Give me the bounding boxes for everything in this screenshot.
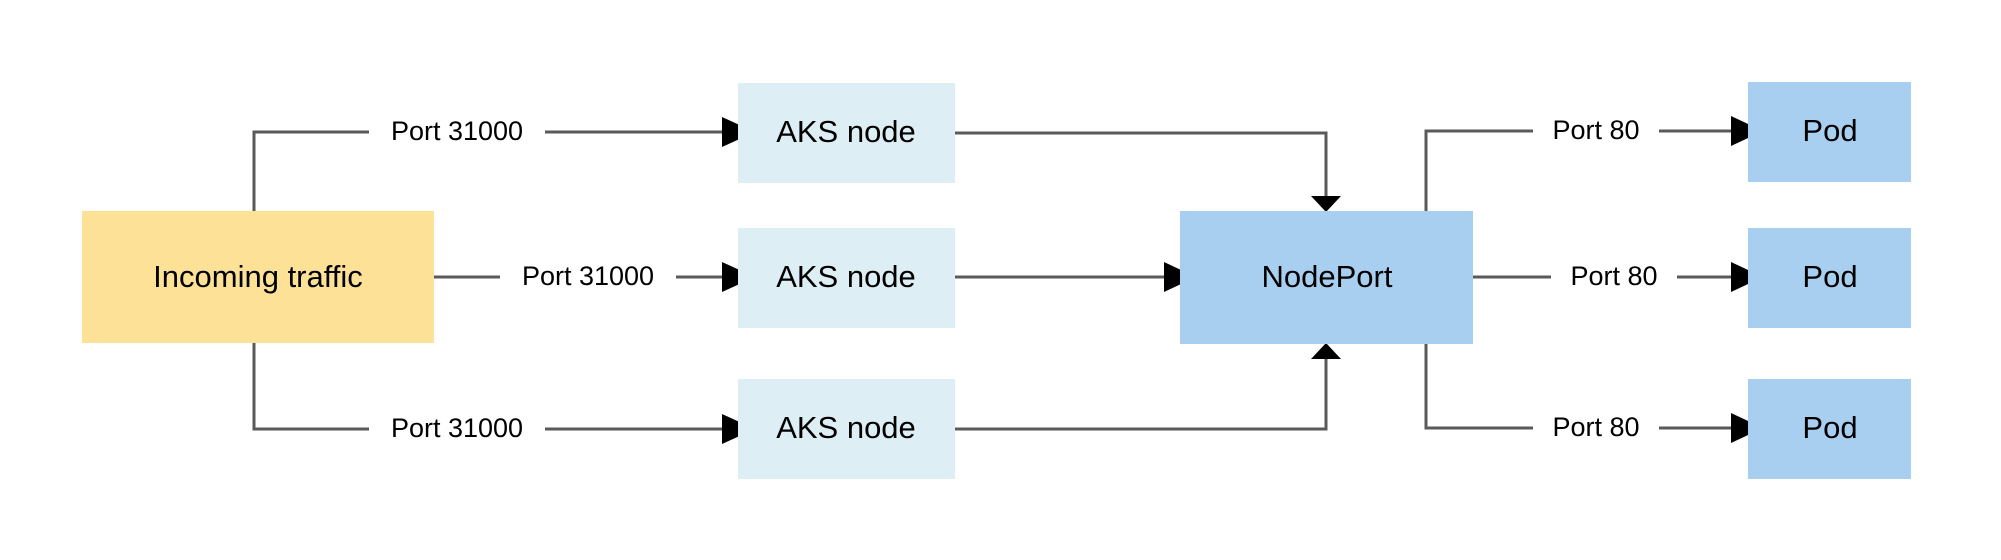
connector-ingress-to-aks-3 <box>252 343 722 431</box>
node-pod-1[interactable] <box>1748 82 1911 182</box>
node-aks-node-3-label: AKS node <box>776 410 916 445</box>
edge-label-bg-ingress-to-aks-1 <box>369 115 545 149</box>
arrow-head-nodeport-to-pod-1 <box>1731 116 1763 146</box>
node-aks-node-2-label: AKS node <box>776 259 916 294</box>
node-pod-3-label: Pod <box>1802 410 1857 445</box>
edge-label-bg-nodeport-to-pod-2 <box>1551 260 1677 294</box>
edge-label-ingress-to-aks-3: Port 31000 <box>391 413 523 443</box>
edge-label-bg-ingress-to-aks-2 <box>500 260 676 294</box>
edge-label-ingress-to-aks-2: Port 31000 <box>522 261 654 291</box>
edge-label-bg-ingress-to-aks-3 <box>369 412 545 446</box>
node-aks-node-1-label: AKS node <box>776 114 916 149</box>
edge-label-bg-nodeport-to-pod-3 <box>1533 411 1659 445</box>
node-pod-1-label: Pod <box>1802 113 1857 148</box>
edge-label-ingress-to-aks-1: Port 31000 <box>391 116 523 146</box>
connector-aks-1-to-nodeport <box>955 131 1328 196</box>
arrow-head-aks-1-to-nodeport <box>1311 196 1341 212</box>
edge-label-nodeport-to-pod-2: Port 80 <box>1570 261 1657 291</box>
edge-label-nodeport-to-pod-3: Port 80 <box>1552 412 1639 442</box>
connector-aks-3-to-nodeport <box>955 359 1328 431</box>
node-pod-3[interactable] <box>1748 379 1911 479</box>
edge-label-bg-nodeport-to-pod-1 <box>1533 114 1659 148</box>
node-pod-2[interactable] <box>1748 228 1911 328</box>
edge-label-nodeport-to-pod-1: Port 80 <box>1552 115 1639 145</box>
node-aks-node-1[interactable] <box>738 83 955 183</box>
node-incoming-traffic-label: Incoming traffic <box>153 259 363 294</box>
node-nodeport[interactable] <box>1180 211 1473 344</box>
node-incoming-traffic[interactable] <box>82 211 434 343</box>
node-aks-node-3[interactable] <box>738 379 955 479</box>
arrow-head-aks-3-to-nodeport <box>1311 343 1341 359</box>
node-pod-2-label: Pod <box>1802 259 1857 294</box>
connector-ingress-to-aks-1 <box>252 130 722 211</box>
node-aks-node-2[interactable] <box>738 228 955 328</box>
node-nodeport-label: NodePort <box>1262 259 1393 294</box>
arrow-head-nodeport-to-pod-3 <box>1731 413 1763 443</box>
arrow-head-nodeport-to-pod-2 <box>1731 262 1763 292</box>
